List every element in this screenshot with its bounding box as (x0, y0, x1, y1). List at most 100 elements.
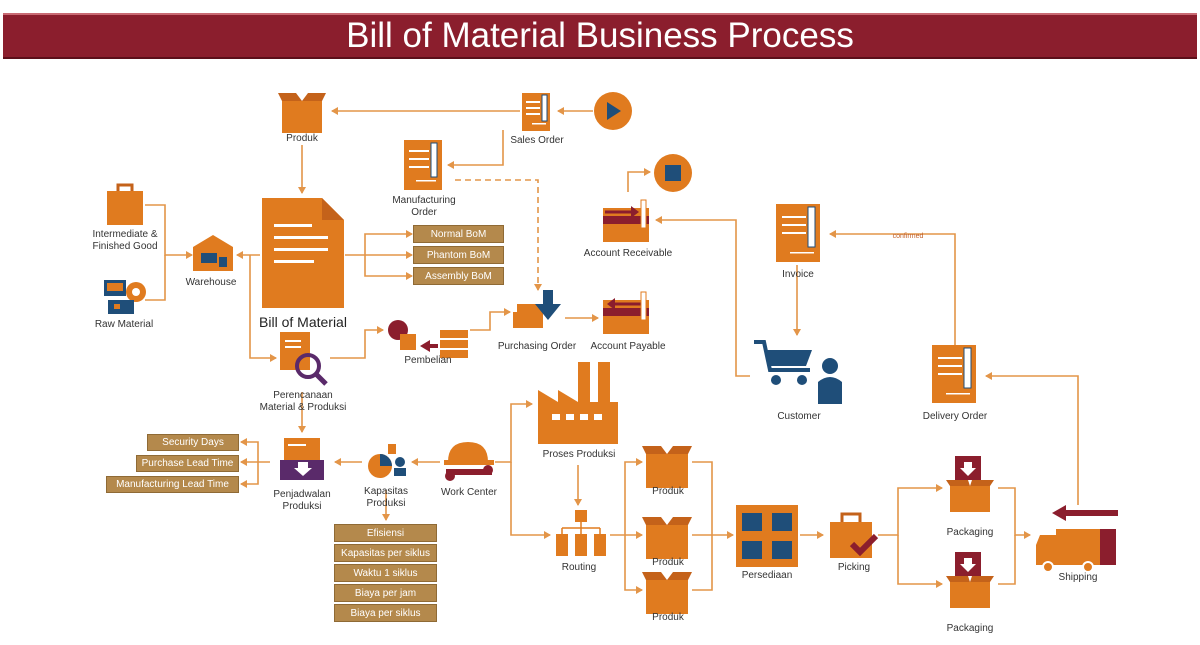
edge-bom-assembly (364, 255, 413, 280)
edge-picking-pack1 (878, 484, 943, 536)
account-receivable-label: Account Receivable (583, 248, 673, 259)
stop-icon (654, 154, 692, 192)
box-icon (642, 572, 692, 614)
capacity-biaya-per-siklus: Biaya per siklus (334, 604, 437, 622)
bom-type-phantom: Phantom BoM (413, 246, 504, 264)
edge-perencanaan-pembelian (330, 326, 384, 359)
planning-magnifier-icon (280, 332, 328, 386)
manufacturing-order-label: Manufacturing Order (392, 195, 456, 218)
edge-produk-persediaan (692, 461, 734, 539)
edge-customer-ar (655, 216, 750, 377)
bag-icon (107, 183, 143, 225)
produk-2-label: Produk (652, 557, 684, 568)
produk-top-label: Produk (286, 133, 318, 144)
sales-order-document-icon (522, 93, 550, 131)
routing-label: Routing (561, 562, 597, 573)
edge-routing-produk (610, 458, 643, 536)
box-icon (278, 93, 326, 133)
edge-penjadwalan-mfg (240, 462, 259, 488)
edge-pack1-shipping (998, 487, 1031, 539)
produk-3-label: Produk (652, 612, 684, 623)
bom-type-normal: Normal BoM (413, 225, 504, 243)
param-purchase-lead-time: Purchase Lead Time (136, 455, 239, 472)
packaging-icon (946, 456, 994, 512)
work-center-helmet-icon (444, 442, 494, 481)
edge-pack2-shipping (998, 535, 1016, 585)
edge-wc-proses (495, 400, 533, 463)
packaging-2-label: Packaging (946, 623, 994, 634)
edge-wc-routing (510, 462, 551, 539)
edge-routing-produk3 (624, 535, 643, 594)
edge-shipping-do (985, 372, 1079, 505)
pembelian-label: Pembelian (404, 355, 452, 366)
purchasing-order-label: Purchasing Order (497, 341, 577, 352)
inventory-shelf-icon (736, 505, 798, 567)
schedule-inbox-icon (280, 438, 324, 480)
warehouse-label: Warehouse (185, 277, 237, 288)
edge-inter-warehouse (145, 204, 193, 259)
packaging-1-label: Packaging (946, 527, 994, 538)
edge-ar-stop (627, 168, 651, 192)
capacity-waktu-1-siklus: Waktu 1 siklus (334, 564, 437, 582)
bill-of-material-label: Bill of Material (259, 314, 347, 330)
work-center-label: Work Center (441, 487, 497, 498)
edge-pembelian-po (470, 308, 511, 331)
produk-1-label: Produk (652, 486, 684, 497)
intermediate-finished-good-label: Intermediate & Finished Good (92, 229, 158, 252)
account-payable-label: Account Payable (590, 341, 666, 352)
capacity-efisiensi: Efisiensi (334, 524, 437, 542)
edge-bom-perencanaan (249, 255, 277, 362)
invoice-document-icon (776, 204, 820, 262)
edge-do-invoice (829, 230, 956, 345)
kapasitas-label: Kapasitas Produksi (364, 486, 408, 509)
shopping-cart-icon (754, 340, 812, 385)
account-receivable-icon (603, 199, 649, 242)
sales-order-label: Sales Order (510, 135, 564, 146)
picking-label: Picking (837, 562, 871, 573)
raw-material-label: Raw Material (94, 319, 154, 330)
edge-mo-po-dashed (455, 179, 542, 291)
bill-of-material-document-icon (262, 198, 344, 308)
purchasing-order-icon (513, 290, 561, 328)
title-bar: Bill of Material Business Process (3, 13, 1197, 59)
packaging-icon (946, 552, 994, 608)
play-icon (594, 92, 632, 130)
routing-hierarchy-icon (556, 510, 606, 556)
warehouse-icon (193, 235, 233, 271)
box-icon (642, 517, 692, 559)
edge-penjadwalan-security (240, 438, 270, 463)
edge-raw-warehouse (145, 255, 166, 301)
page-title: Bill of Material Business Process (346, 16, 854, 55)
edge-salesorder-mo (447, 130, 504, 169)
penjadwalan-label: Penjadwalan Produksi (273, 489, 331, 512)
connectors (145, 107, 1079, 594)
shipping-label: Shipping (1058, 572, 1098, 583)
delivery-order-label: Delivery Order (922, 411, 988, 422)
delivery-order-document-icon (932, 345, 976, 403)
confirmed-label: confirmed (892, 233, 924, 240)
edge-produk3-persediaan (692, 535, 713, 591)
param-security-days: Security Days (147, 434, 239, 451)
person-icon (818, 358, 842, 404)
capacity-kapasitas-per-siklus: Kapasitas per siklus (334, 544, 437, 562)
proses-produksi-label: Proses Produksi (542, 449, 616, 460)
factory-icon (538, 362, 618, 444)
invoice-label: Invoice (782, 269, 814, 280)
edge-picking-pack2 (897, 535, 943, 588)
manufacturing-order-document-icon (404, 140, 442, 190)
picking-bag-check-icon (830, 512, 879, 558)
shipping-truck-icon (1036, 505, 1118, 573)
raw-material-icon (104, 280, 146, 314)
param-manufacturing-lead-time: Manufacturing Lead Time (106, 476, 239, 493)
bom-type-assembly: Assembly BoM (413, 267, 504, 285)
capacity-pie-icon (368, 444, 406, 478)
account-payable-icon (603, 291, 649, 334)
box-icon (642, 446, 692, 488)
customer-label: Customer (777, 411, 821, 422)
pembelian-icon (388, 320, 468, 358)
perencanaan-label: Perencanaan Material & Produksi (259, 390, 347, 413)
capacity-biaya-per-jam: Biaya per jam (334, 584, 437, 602)
edge-bom-normal (345, 230, 413, 256)
persediaan-label: Persediaan (741, 570, 793, 581)
